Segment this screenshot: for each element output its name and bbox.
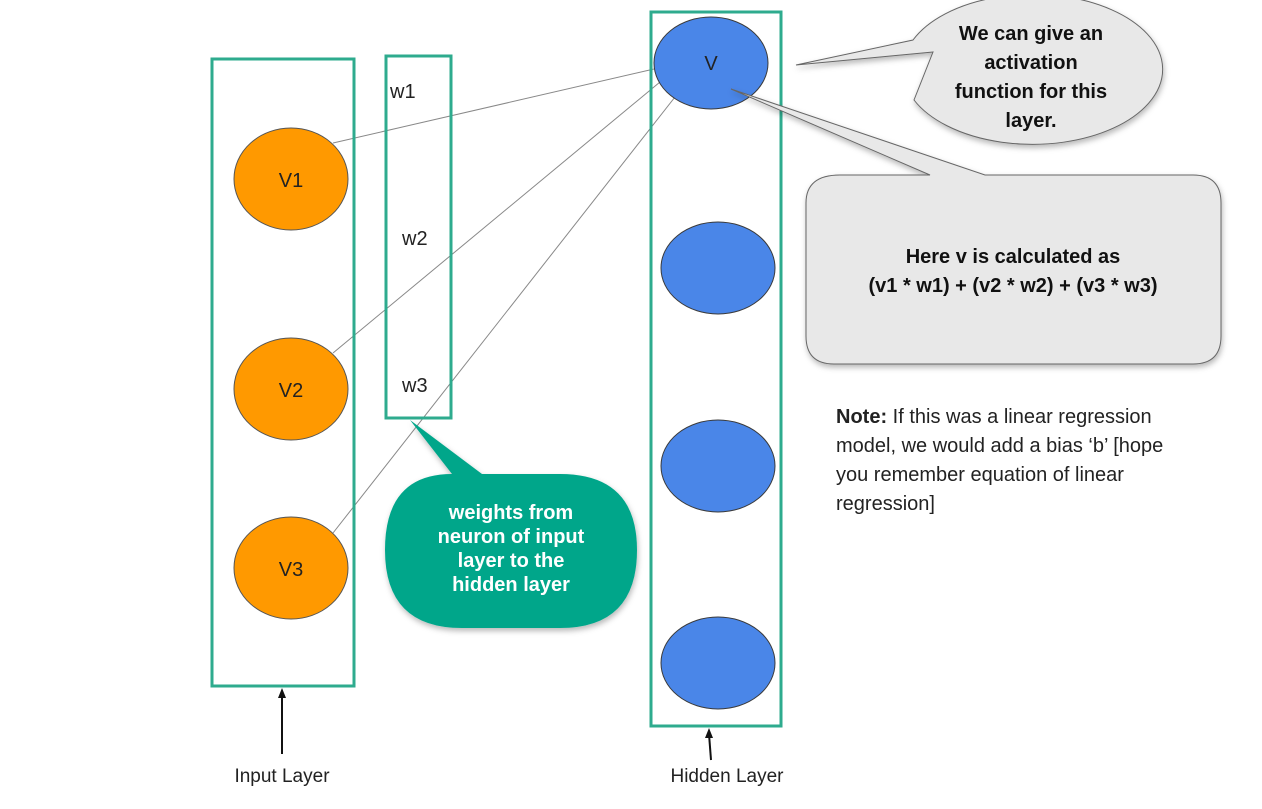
hidden-layer-label: Hidden Layer [670, 766, 784, 787]
connection-v1-v [332, 68, 655, 144]
weights-callout-bubble [385, 420, 637, 628]
input-neuron-label: V1 [279, 170, 303, 192]
input-neuron-label: V3 [279, 559, 303, 581]
weight-label-w3: w3 [401, 375, 428, 397]
weights-callout-text: neuron of input [438, 526, 585, 548]
hidden-neuron [660, 221, 776, 315]
note-heading: Note: [836, 406, 888, 428]
note-text-block: Note: If this was a linear regression mo… [836, 403, 1196, 519]
activation-callout-text: layer. [1005, 110, 1056, 132]
activation-callout-text: activation [984, 52, 1077, 74]
hidden-layer-frame [649, 10, 783, 728]
input-layer-frame [210, 57, 356, 688]
hidden-layer-arrow [708, 733, 712, 761]
hidden-neuron-label: V [704, 53, 718, 75]
activation-callout-text: We can give an [959, 23, 1103, 45]
weight-label-w1: w1 [389, 81, 416, 103]
activation-callout-bubble [795, 0, 1164, 145]
input-layer-label: Input Layer [234, 766, 330, 787]
formula-callout-box [730, 88, 1222, 365]
input-layer-arrowhead [278, 688, 286, 698]
activation-callout-text: function for this [955, 81, 1107, 103]
input-neuron-v3 [233, 516, 349, 620]
hidden-layer-arrowhead [705, 728, 713, 738]
input-neuron-v2 [233, 337, 349, 441]
formula-callout-text: Here v is calculated as [906, 246, 1121, 268]
hidden-neuron-v [653, 16, 769, 110]
weights-frame [384, 54, 453, 420]
hidden-neuron [660, 419, 776, 513]
weights-callout-text: layer to the [458, 550, 565, 572]
weight-label-w2: w2 [401, 228, 428, 250]
note-body: If this was a linear regression model, w… [836, 406, 1164, 515]
input-neuron-v1 [233, 127, 349, 231]
weights-callout-text: hidden layer [452, 574, 570, 596]
formula-callout-text: (v1 * w1) + (v2 * w2) + (v3 * w3) [868, 275, 1157, 297]
weights-callout-text: weights from [448, 502, 573, 524]
hidden-neuron [660, 616, 776, 710]
connection-v3-v [332, 96, 676, 534]
input-neuron-label: V2 [279, 380, 303, 402]
connection-v2-v [332, 81, 661, 354]
